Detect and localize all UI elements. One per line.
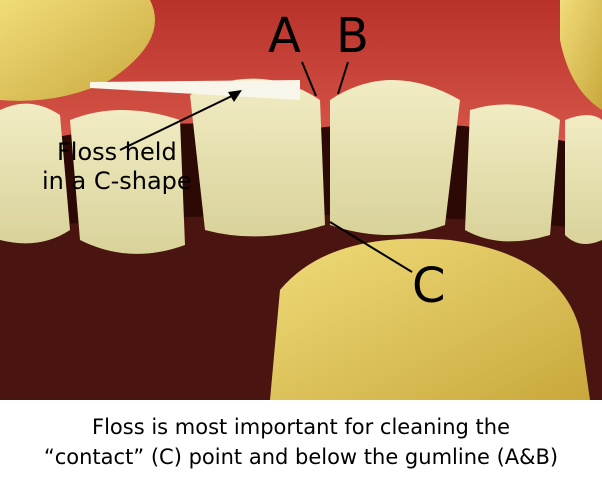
tooth <box>190 78 325 237</box>
label-c: C <box>412 258 446 314</box>
tooth <box>565 115 602 244</box>
tooth <box>70 110 185 254</box>
arrow-head <box>228 90 242 102</box>
gloved-finger <box>270 238 590 400</box>
floss-strand <box>90 80 300 100</box>
floss-annotation-line1: Floss held <box>57 138 177 166</box>
photo-illustration <box>0 0 602 400</box>
floss-annotation: Floss held in a C-shape <box>42 138 192 196</box>
tooth <box>465 104 560 242</box>
caption: Floss is most important for cleaning the… <box>0 400 602 492</box>
dental-floss-photo: A B C Floss held in a C-shape <box>0 0 602 400</box>
tooth <box>330 80 460 235</box>
caption-line2: “contact” (C) point and below the gumlin… <box>43 445 559 469</box>
tooth <box>0 103 70 244</box>
gloved-finger <box>0 0 155 101</box>
floss-annotation-line2: in a C-shape <box>42 167 192 195</box>
label-a: A <box>268 8 301 64</box>
caption-line1: Floss is most important for cleaning the <box>92 415 510 439</box>
label-a-leader-line <box>301 61 317 97</box>
floss-leader-line <box>119 93 237 151</box>
label-c-leader-line <box>329 221 413 273</box>
label-b: B <box>336 8 369 64</box>
gloved-finger <box>560 0 602 110</box>
label-b-leader-line <box>337 61 349 95</box>
